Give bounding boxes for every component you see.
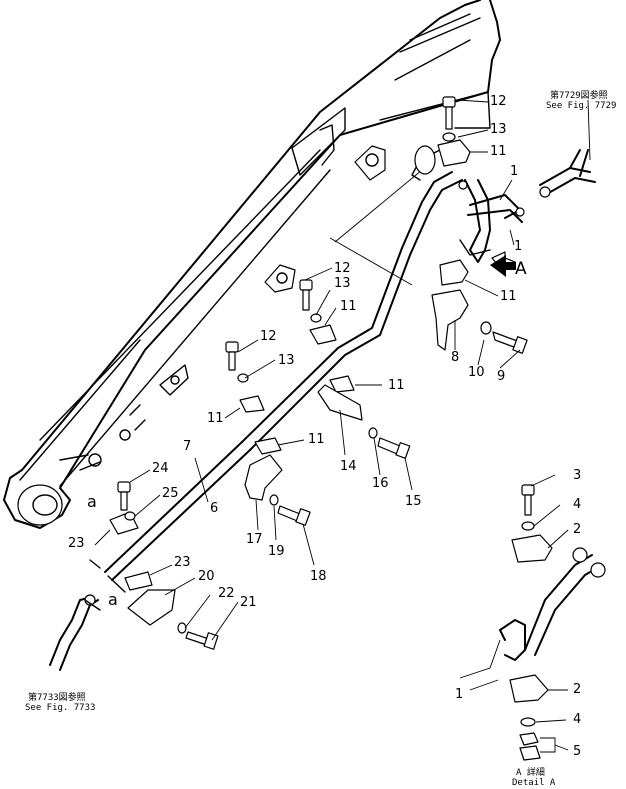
label-part-15: 15 (405, 494, 422, 509)
label-part-11: 11 (500, 289, 517, 304)
clamps (124, 139, 471, 591)
label-part-14: 14 (340, 459, 357, 474)
label-part-16: 16 (372, 476, 389, 491)
label-part-24: 24 (152, 461, 169, 476)
view-letter-A: A (515, 259, 527, 279)
label-part-12: 12 (260, 329, 277, 344)
label-part-3: 3 (573, 468, 582, 483)
label-part-6: 6 (210, 501, 219, 516)
label-part-18: 18 (310, 569, 327, 584)
detail-title-en: Detail A (512, 778, 556, 788)
hoses (89, 145, 463, 593)
label-part-13: 13 (490, 122, 507, 137)
detail-a (459, 484, 606, 761)
detail-title-jp: A 詳細 (516, 768, 545, 778)
leader-lines (94, 99, 591, 753)
ref-note-top-jp: 第7729図参照 (550, 91, 608, 101)
label-part-23: 23 (174, 555, 191, 570)
label-part-23: 23 (68, 536, 85, 551)
label-part-7: 7 (183, 439, 192, 454)
brackets (109, 289, 469, 626)
label-part-11: 11 (308, 432, 325, 447)
label-part-13: 13 (278, 353, 295, 368)
label-part-9: 9 (497, 369, 506, 384)
label-part-11: 11 (490, 144, 507, 159)
label-part-10: 10 (468, 365, 485, 380)
label-part-4: 4 (573, 497, 582, 512)
ref-note-bottom-jp: 第7733図参照 (28, 693, 86, 703)
label-part-19: 19 (268, 544, 285, 559)
view-arrow (490, 255, 516, 277)
bolts (117, 96, 528, 650)
view-letter-a: a (87, 492, 97, 511)
lower-hoses (49, 594, 101, 671)
valve-fittings (458, 149, 596, 274)
label-part-12: 12 (490, 94, 507, 109)
label-part-2: 2 (573, 522, 582, 537)
ref-note-top-en: See Fig. 7729 (546, 101, 617, 111)
label-part-1: 1 (514, 239, 523, 254)
label-part-11: 11 (340, 299, 357, 314)
label-part-11: 11 (207, 411, 224, 426)
ref-note-bottom-en: See Fig. 7733 (25, 703, 96, 713)
boom (3, 0, 501, 529)
label-part-21: 21 (240, 595, 257, 610)
label-part-12: 12 (334, 261, 351, 276)
label-part-2: 2 (573, 682, 582, 697)
label-part-8: 8 (451, 350, 460, 365)
label-part-20: 20 (198, 569, 215, 584)
label-part-5: 5 (573, 744, 582, 759)
label-part-13: 13 (334, 276, 351, 291)
label-part-4: 4 (573, 712, 582, 727)
boom-fittings (264, 145, 423, 293)
view-letter-a: a (108, 590, 118, 609)
label-part-25: 25 (162, 486, 179, 501)
label-part-1: 1 (455, 687, 464, 702)
label-part-17: 17 (246, 532, 263, 547)
label-part-1: 1 (510, 164, 519, 179)
label-part-22: 22 (218, 586, 235, 601)
label-part-11: 11 (388, 378, 405, 393)
